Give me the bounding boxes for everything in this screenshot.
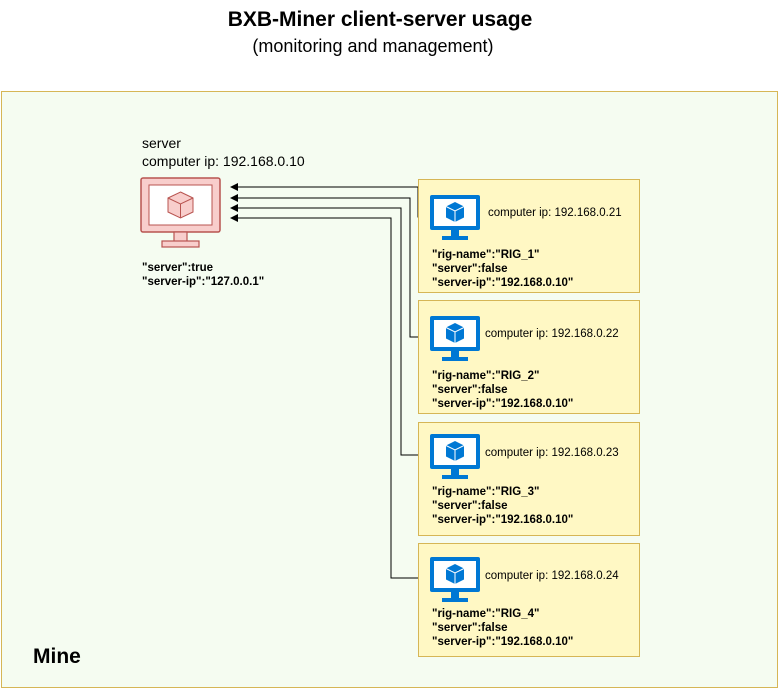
rig-params: "rig-name":"RIG_4" "server":false "serve…: [432, 608, 574, 648]
rig-monitor-icon: [430, 557, 480, 602]
rig-params: "rig-name":"RIG_1" "server":false "serve…: [432, 249, 574, 289]
server-role: server: [142, 135, 181, 151]
server-params: "server":true "server-ip":"127.0.0.1": [142, 262, 265, 288]
rig-ip-label: computer ip: 192.168.0.23: [485, 447, 619, 459]
rig-ip-label: computer ip: 192.168.0.24: [485, 570, 619, 582]
server-label: server computer ip: 192.168.0.10: [142, 134, 305, 170]
rig-box-3: computer ip: 192.168.0.23 "rig-name":"RI…: [418, 422, 640, 536]
rig-monitor-icon: [430, 195, 480, 240]
connector-rig3: [230, 204, 430, 456]
connector-rig2: [230, 194, 430, 338]
diagram-title: BXB-Miner client-server usage: [227, 8, 533, 31]
diagram-subtitle: (monitoring and management): [252, 36, 494, 56]
connector-rig4: [230, 214, 430, 579]
server-monitor-icon: [140, 177, 221, 248]
rig-box-4: computer ip: 192.168.0.24 "rig-name":"RI…: [418, 543, 640, 657]
mine-container: [1, 91, 778, 688]
rig-params: "rig-name":"RIG_2" "server":false "serve…: [432, 370, 574, 410]
connector-rig1: [230, 183, 430, 218]
rig-box-2: computer ip: 192.168.0.22 "rig-name":"RI…: [418, 300, 640, 414]
rig-box-1: computer ip: 192.168.0.21 "rig-name":"RI…: [418, 179, 640, 293]
rig-monitor-icon: [430, 434, 480, 479]
rig-monitor-icon: [430, 316, 480, 361]
mine-label: Mine: [33, 645, 81, 668]
rig-params: "rig-name":"RIG_3" "server":false "serve…: [432, 486, 574, 526]
server-ip: computer ip: 192.168.0.10: [142, 153, 305, 169]
rig-ip-label: computer ip: 192.168.0.21: [488, 207, 622, 219]
rig-ip-label: computer ip: 192.168.0.22: [485, 328, 619, 340]
